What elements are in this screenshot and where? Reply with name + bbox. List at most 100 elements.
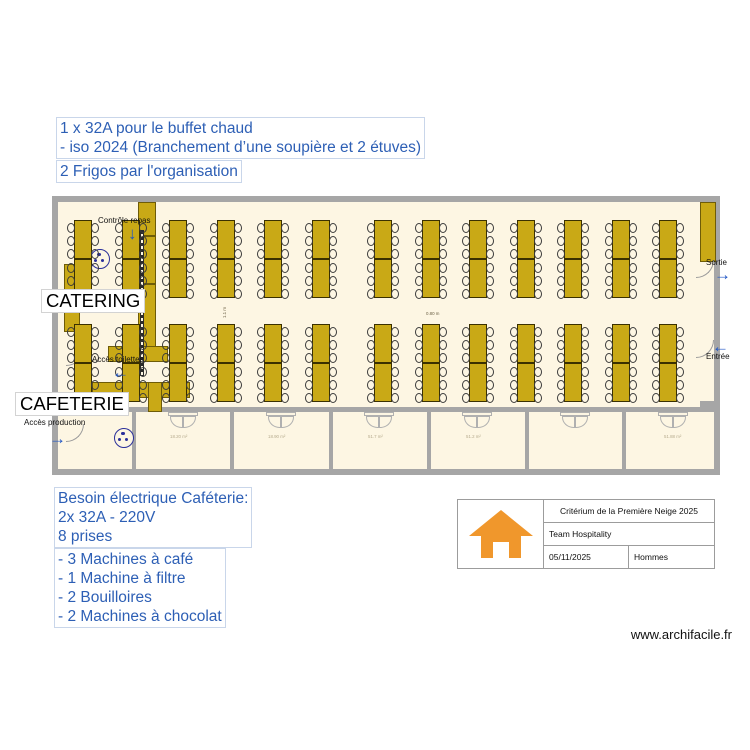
chair (391, 275, 399, 286)
arrow-sortie: → (714, 265, 731, 284)
chair (414, 366, 423, 377)
chair (628, 289, 637, 299)
chair (114, 379, 123, 390)
chair-row (509, 324, 518, 403)
banquet-table (611, 259, 630, 298)
banquet-table (264, 220, 282, 259)
chair (652, 393, 660, 403)
chair (676, 289, 684, 299)
title-block-row-project: Critérium de la Première Neige 2025 (544, 500, 714, 523)
house-icon (468, 510, 533, 558)
chair (628, 393, 637, 403)
banquet-table (469, 363, 487, 402)
chair-row (257, 324, 265, 403)
chair (257, 327, 265, 337)
chair (304, 262, 313, 273)
chair (652, 353, 660, 364)
chair (391, 236, 399, 247)
banquet-table (469, 324, 487, 363)
chair (438, 262, 447, 273)
chair (91, 327, 99, 337)
chair (367, 262, 375, 273)
chair-row (162, 324, 170, 403)
chair-row (391, 220, 399, 299)
chair (414, 262, 423, 273)
chair-row (138, 220, 147, 299)
chair (628, 379, 637, 390)
area-label-room-1: 18.20 m² (170, 434, 188, 439)
chair (581, 393, 589, 403)
table-group (67, 324, 99, 403)
chair (186, 327, 194, 337)
chair (533, 289, 542, 299)
chair (209, 379, 218, 390)
chair-row (233, 324, 242, 403)
chair (652, 379, 660, 390)
chair (628, 366, 637, 377)
banquet-table (659, 324, 677, 363)
chair (581, 379, 589, 390)
chair (91, 249, 99, 260)
chair (509, 393, 518, 403)
chair (67, 379, 75, 390)
chair (438, 249, 447, 260)
chair (186, 275, 194, 286)
chair (304, 340, 313, 351)
chair (462, 340, 470, 351)
chair (304, 236, 313, 247)
table-group (304, 220, 337, 299)
chair (652, 289, 660, 299)
chair (257, 223, 265, 233)
table-group (604, 324, 637, 403)
table-group (604, 220, 637, 299)
note-cafeterie-machines: - 3 Machines à café - 1 Machine à filtre… (54, 548, 226, 628)
banquet-table (659, 363, 677, 402)
chair-row (209, 324, 218, 403)
chair (581, 366, 589, 377)
table-group (209, 220, 242, 299)
chair (652, 327, 660, 337)
table-group (367, 324, 399, 403)
chair-row (462, 324, 470, 403)
table-group (462, 324, 494, 403)
chair-row (581, 220, 589, 299)
chair (486, 262, 494, 273)
chair (257, 275, 265, 286)
chair (162, 393, 170, 403)
chair (138, 366, 147, 377)
chair (67, 353, 75, 364)
chair-row (604, 324, 613, 403)
chair (281, 353, 289, 364)
chair (233, 249, 242, 260)
chair (281, 236, 289, 247)
chair (281, 262, 289, 273)
chair (462, 249, 470, 260)
banquet-table (311, 324, 330, 363)
chair-row (138, 324, 147, 403)
chair (438, 236, 447, 247)
chair-row (328, 220, 337, 299)
chair (676, 353, 684, 364)
table-group (257, 220, 289, 299)
chair (462, 366, 470, 377)
chair (604, 289, 613, 299)
chair (391, 379, 399, 390)
chair (462, 327, 470, 337)
banquet-table (169, 259, 187, 298)
chair (414, 223, 423, 233)
chair-row (581, 324, 589, 403)
chair (281, 327, 289, 337)
chair (209, 393, 218, 403)
chair (438, 275, 447, 286)
chair (257, 353, 265, 364)
chair (138, 379, 147, 390)
chair (414, 327, 423, 337)
chair (67, 236, 75, 247)
chair (604, 353, 613, 364)
chair (114, 275, 123, 286)
table-group (652, 220, 684, 299)
chair (281, 379, 289, 390)
room-name-cafeterie: CAFETERIE (15, 392, 129, 416)
chair-row (557, 220, 565, 299)
